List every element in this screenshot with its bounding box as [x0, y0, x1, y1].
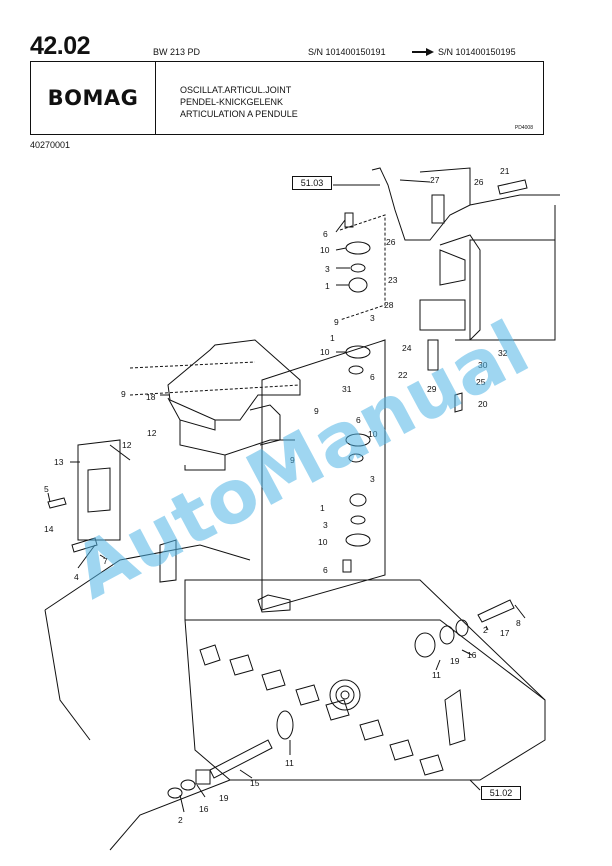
- callout-9c: 9: [121, 389, 126, 399]
- callout-26: 26: [474, 177, 484, 187]
- serial-range-arrow-icon: [412, 48, 434, 56]
- callout-1b: 1: [330, 333, 335, 343]
- callout-2: 2: [483, 625, 488, 635]
- callout-29: 29: [427, 384, 437, 394]
- callout-20: 20: [478, 399, 488, 409]
- callout-27: 27: [430, 175, 440, 185]
- callout-9b: 9: [314, 406, 319, 416]
- callout-1: 1: [325, 281, 330, 291]
- callout-19b: 19: [219, 793, 229, 803]
- title-line-de: PENDEL-KNICKGELENK: [180, 97, 284, 107]
- callout-10d: 10: [318, 537, 328, 547]
- callout-2b: 2: [178, 815, 183, 825]
- callout-8: 8: [516, 618, 521, 628]
- callout-23: 23: [388, 275, 398, 285]
- callout-6: 6: [323, 229, 328, 239]
- callout-16: 16: [467, 650, 477, 660]
- page-number: 42.02: [30, 32, 91, 60]
- callout-3c: 3: [370, 474, 375, 484]
- callout-17: 17: [500, 628, 510, 638]
- callout-3b: 3: [370, 313, 375, 323]
- callout-6c: 6: [356, 415, 361, 425]
- callout-28: 28: [384, 300, 394, 310]
- callout-12b: 12: [122, 440, 132, 450]
- cross-reference-top[interactable]: 51.03: [292, 176, 332, 190]
- machine-model: BW 213 PD: [153, 47, 201, 57]
- callout-25: 25: [476, 377, 486, 387]
- callout-31: 31: [342, 384, 352, 394]
- callout-10b: 10: [320, 347, 330, 357]
- callout-6b: 6: [370, 372, 375, 382]
- logo-cell: BOMAG: [31, 62, 156, 134]
- callout-18: 18: [146, 392, 156, 402]
- title-line-fr: ARTICULATION A PENDULE: [180, 109, 298, 119]
- callout-5: 5: [44, 484, 49, 494]
- callout-7: 7: [103, 556, 108, 566]
- serial-from: S/N 101400150191: [308, 47, 386, 57]
- callout-21: 21: [500, 166, 510, 176]
- callout-3d: 3: [323, 520, 328, 530]
- callout-10c: 10: [368, 429, 378, 439]
- callout-9d: 9: [290, 455, 295, 465]
- title-block: BOMAG OSCILLAT.ARTICUL.JOINT PENDEL-KNIC…: [30, 61, 544, 135]
- callout-30: 30: [478, 360, 488, 370]
- callout-15: 15: [250, 778, 260, 788]
- callout-4: 4: [74, 572, 79, 582]
- document-number: 40270001: [30, 140, 71, 150]
- callout-19: 19: [450, 656, 460, 666]
- callout-11b: 11: [285, 758, 294, 768]
- serial-to: S/N 101400150195: [438, 47, 516, 57]
- callout-9: 9: [334, 317, 339, 327]
- callout-6d: 6: [323, 565, 328, 575]
- callout-13: 13: [54, 457, 64, 467]
- callout-32: 32: [498, 348, 508, 358]
- callout-1c: 1: [320, 503, 325, 513]
- callout-24: 24: [402, 343, 412, 353]
- drawing-code: PD4008: [514, 125, 533, 131]
- callout-14: 14: [44, 524, 54, 534]
- callout-12: 12: [147, 428, 157, 438]
- title-line-en: OSCILLAT.ARTICUL.JOINT: [180, 85, 292, 95]
- callout-16b: 16: [199, 804, 209, 814]
- callout-26b: 26: [386, 237, 396, 247]
- bomag-logo: BOMAG: [47, 86, 139, 110]
- callout-3: 3: [325, 264, 330, 274]
- cross-reference-bottom[interactable]: 51.02: [481, 786, 521, 800]
- callout-labels: 6 10 3 1 9 3 1 10 31 6 9 6 10 3 1 3 10 6…: [44, 166, 521, 825]
- callout-10: 10: [320, 245, 330, 255]
- callout-22: 22: [398, 370, 408, 380]
- callout-11: 11: [432, 670, 441, 680]
